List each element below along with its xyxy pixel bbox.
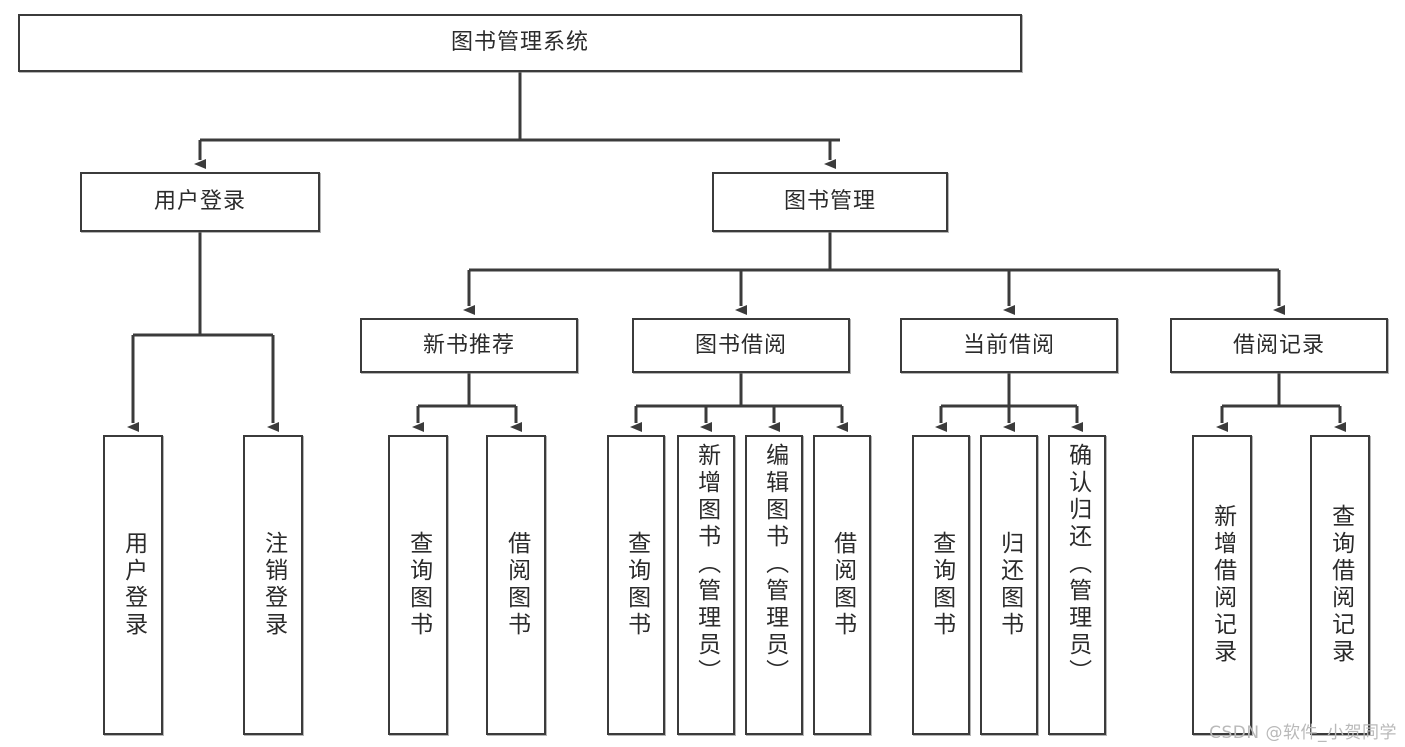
- node-book-borrow-label: 图书借阅: [694, 332, 787, 358]
- leaf-cb-confirm-return-label: 确认归还（管理员）: [1064, 443, 1091, 686]
- leaf-logout-label: 注销登录: [260, 531, 287, 639]
- leaf-nb-borrow-book-label: 借阅图书: [503, 531, 530, 639]
- leaf-cb-confirm-return[interactable]: 确认归还（管理员）: [1048, 435, 1106, 735]
- leaf-cb-query-book[interactable]: 查询图书: [912, 435, 970, 735]
- node-book-manage-label: 图书管理: [783, 189, 876, 215]
- leaf-br-add-record-label: 新增借阅记录: [1209, 504, 1236, 666]
- leaf-bb-borrow-book[interactable]: 借阅图书: [813, 435, 871, 735]
- leaf-bb-borrow-book-label: 借阅图书: [829, 531, 856, 639]
- leaf-bb-edit-book[interactable]: 编辑图书（管理员）: [745, 435, 803, 735]
- leaf-br-query-record[interactable]: 查询借阅记录: [1310, 435, 1370, 735]
- node-root[interactable]: 图书管理系统: [18, 14, 1022, 72]
- leaf-bb-edit-book-label: 编辑图书（管理员）: [761, 443, 788, 686]
- leaf-bb-add-book-label: 新增图书（管理员）: [693, 443, 720, 686]
- node-user-login[interactable]: 用户登录: [80, 172, 320, 232]
- node-current-borrow[interactable]: 当前借阅: [900, 318, 1118, 373]
- leaf-nb-query-book[interactable]: 查询图书: [388, 435, 448, 735]
- node-book-manage[interactable]: 图书管理: [712, 172, 948, 232]
- leaf-cb-return-book[interactable]: 归还图书: [980, 435, 1038, 735]
- node-user-login-label: 用户登录: [153, 189, 246, 215]
- node-book-borrow[interactable]: 图书借阅: [632, 318, 850, 373]
- node-root-label: 图书管理系统: [450, 30, 589, 56]
- leaf-cb-return-book-label: 归还图书: [996, 531, 1023, 639]
- leaf-cb-query-book-label: 查询图书: [928, 531, 955, 639]
- leaf-bb-add-book[interactable]: 新增图书（管理员）: [677, 435, 735, 735]
- leaf-nb-query-book-label: 查询图书: [405, 531, 432, 639]
- node-current-borrow-label: 当前借阅: [962, 332, 1055, 358]
- leaf-br-query-record-label: 查询借阅记录: [1327, 504, 1354, 666]
- leaf-bb-query-book[interactable]: 查询图书: [607, 435, 665, 735]
- leaf-bb-query-book-label: 查询图书: [623, 531, 650, 639]
- node-new-book-recommend[interactable]: 新书推荐: [360, 318, 578, 373]
- node-new-book-recommend-label: 新书推荐: [422, 332, 515, 358]
- leaf-logout[interactable]: 注销登录: [243, 435, 303, 735]
- leaf-nb-borrow-book[interactable]: 借阅图书: [486, 435, 546, 735]
- node-borrow-record-label: 借阅记录: [1232, 332, 1325, 358]
- node-borrow-record[interactable]: 借阅记录: [1170, 318, 1388, 373]
- leaf-br-add-record[interactable]: 新增借阅记录: [1192, 435, 1252, 735]
- leaf-user-login[interactable]: 用户登录: [103, 435, 163, 735]
- leaf-user-login-label: 用户登录: [120, 531, 147, 639]
